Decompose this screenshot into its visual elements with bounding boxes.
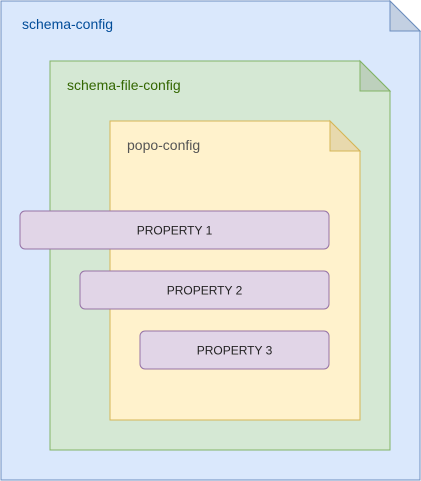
property-1-box[interactable]: PROPERTY 1 [19,210,330,250]
schema-config-fold [389,0,421,32]
property-3-label: PROPERTY 3 [197,344,273,358]
property-2-label: PROPERTY 2 [167,284,243,298]
schema-file-config-fold [359,59,392,92]
property-2-box[interactable]: PROPERTY 2 [79,270,330,310]
popo-config-label: popo-config [127,137,200,153]
property-1-label: PROPERTY 1 [137,224,213,238]
property-3-box[interactable]: PROPERTY 3 [139,330,330,370]
popo-config-fold [329,119,362,152]
property-1-shape [19,210,330,250]
schema-config-label: schema-config [22,16,113,32]
schema-file-config-label: schema-file-config [67,77,181,93]
property-3-shape [139,330,330,370]
property-2-shape [79,270,330,310]
